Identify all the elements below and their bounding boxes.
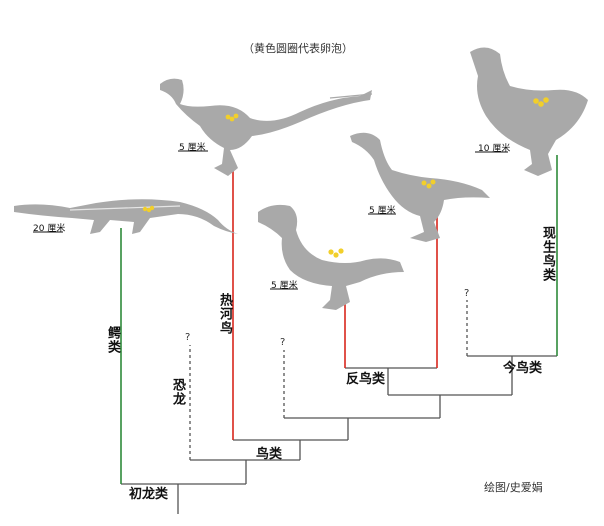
unknown-mark-dinosaur: ? [185, 332, 191, 343]
caption: （黄色圆圈代表卵泡） [243, 42, 353, 55]
label-birds: 鸟类 [256, 447, 283, 462]
croc-scale-label: 20 厘米 [33, 224, 66, 234]
chicken-skeleton [470, 47, 588, 176]
ornitho-node [388, 394, 512, 418]
unknown-mark-3: ? [464, 288, 470, 299]
jehol-scale-label: 5 厘米 [179, 143, 206, 153]
label-dinosaurs: 恐龙 [170, 378, 185, 406]
enant-lower-skeleton [258, 204, 404, 310]
enant-node [345, 367, 437, 395]
label-crocodiles: 鳄类 [105, 326, 120, 354]
pygo-node [284, 417, 440, 440]
croc-skeleton [14, 199, 238, 234]
label-enantiornithes: 反鸟类 [346, 372, 386, 387]
unknown-mark-2: ? [280, 337, 286, 348]
ornithuro-node [467, 355, 557, 395]
enant-upper-skeleton [350, 132, 490, 242]
label-jeholornis: 热河鸟 [217, 293, 232, 335]
label-archosaurs: 初龙类 [129, 487, 169, 502]
scale-bars [33, 150, 508, 290]
enant-upper-scale-label: 5 厘米 [369, 206, 396, 216]
label-extant-birds: 现生鸟类 [540, 226, 555, 282]
birds-node [233, 439, 348, 460]
tree-lines [120, 155, 558, 514]
jehol-skeleton [160, 78, 373, 176]
enant-lower-scale-label: 5 厘米 [271, 281, 298, 291]
chicken-scale-label: 10 厘米 [478, 144, 511, 154]
dino-node [190, 459, 300, 484]
label-neornithes: 今鸟类 [503, 361, 543, 376]
credit: 绘图/史爱娟 [484, 481, 543, 494]
